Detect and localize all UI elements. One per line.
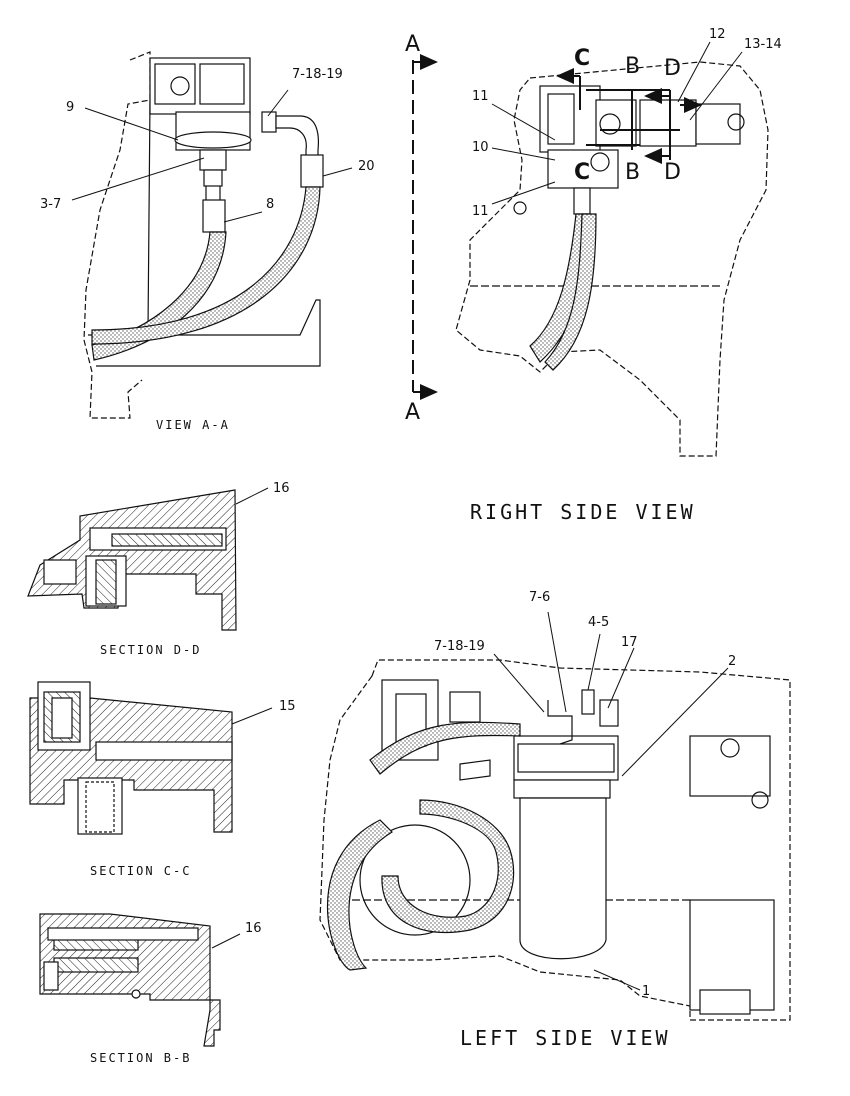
section-mark-d-bottom: D <box>664 160 681 185</box>
section-dd-title: SECTION D-D <box>100 643 202 657</box>
right-side-leaders <box>491 41 743 205</box>
section-dd-leader <box>235 487 269 505</box>
section-bb-title: SECTION B-B <box>90 1051 192 1065</box>
section-mark-d-top: D <box>664 56 681 81</box>
callout-rs-13-14: 13-14 <box>744 37 782 52</box>
callout-ls-7-18-19: 7-18-19 <box>434 639 485 654</box>
view-aa-title: VIEW A-A <box>156 418 230 432</box>
callout-aa-3-7: 3-7 <box>40 197 62 212</box>
section-line-aa <box>412 54 438 400</box>
callout-ls-1: 1 <box>642 984 651 999</box>
section-mark-a-top: A <box>405 32 421 57</box>
callout-bb-16: 16 <box>245 921 262 936</box>
callout-ls-4-5: 4-5 <box>588 615 610 630</box>
right-side-drawing <box>455 61 769 457</box>
section-cc-title: SECTION C-C <box>90 864 192 878</box>
callout-rs-10: 10 <box>472 140 489 155</box>
callout-ls-2: 2 <box>728 654 737 669</box>
callout-aa-8: 8 <box>266 197 275 212</box>
view-aa-drawing <box>83 51 324 419</box>
section-mark-a-bottom: A <box>405 400 421 425</box>
callout-cc-15: 15 <box>279 699 296 714</box>
callout-aa-9: 9 <box>66 100 75 115</box>
callout-aa-7-18-19: 7-18-19 <box>292 67 343 82</box>
callout-rs-12: 12 <box>709 27 726 42</box>
section-mark-b-top: B <box>625 54 641 79</box>
callout-dd-16: 16 <box>273 481 290 496</box>
right-side-view-title: RIGHT SIDE VIEW <box>470 500 696 524</box>
callout-aa-20: 20 <box>358 159 375 174</box>
flow-arrows <box>556 68 702 164</box>
view-aa-leaders <box>71 89 353 223</box>
section-mark-c-bottom: C <box>574 160 591 185</box>
section-dd-drawing <box>27 489 237 631</box>
left-side-drawing <box>319 659 791 1021</box>
section-bb-leader <box>211 933 241 949</box>
section-mark-b-bottom: B <box>625 160 641 185</box>
callout-ls-7-6: 7-6 <box>529 590 551 605</box>
callout-rs-11-top: 11 <box>472 89 489 104</box>
callout-ls-17: 17 <box>621 635 638 650</box>
left-side-leaders <box>493 611 729 991</box>
left-side-view-title: LEFT SIDE VIEW <box>460 1026 671 1050</box>
section-cc-drawing <box>29 681 233 835</box>
callout-rs-11-bottom: 11 <box>472 204 489 219</box>
section-bb-drawing <box>39 913 221 1047</box>
section-mark-c-top: C <box>574 46 591 71</box>
section-cc-leader <box>231 707 273 725</box>
